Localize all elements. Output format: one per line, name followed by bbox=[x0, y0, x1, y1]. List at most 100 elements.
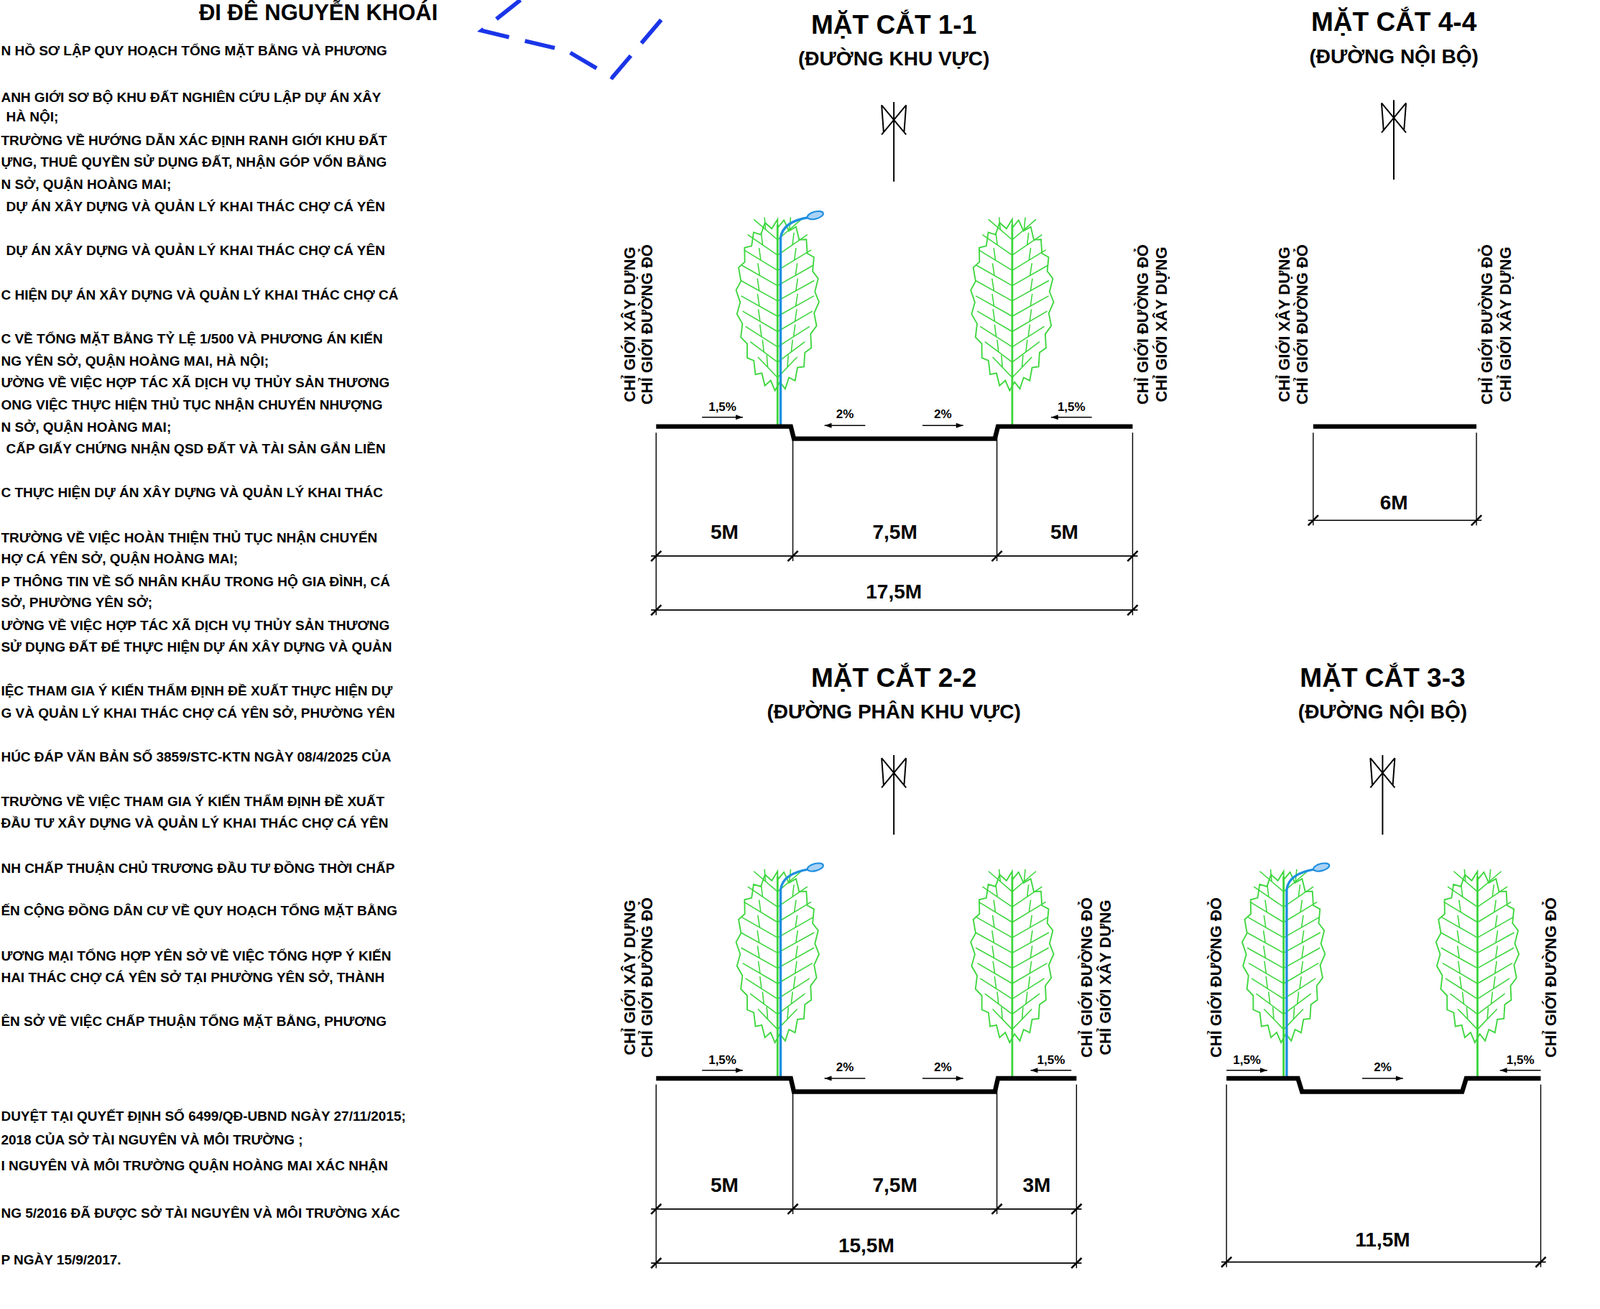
note-line: HỢ CÁ YÊN SỞ, QUẬN HOÀNG MAI; bbox=[0, 551, 238, 567]
note-line: ƯỜNG VỀ VIỆC HỢP TÁC XÃ DỊCH VỤ THỦY SẢN… bbox=[0, 617, 390, 634]
note-line: ƯỜNG VỀ VIỆC HỢP TÁC XÃ DỊCH VỤ THỦY SẢN… bbox=[0, 375, 390, 391]
north-arrow bbox=[881, 102, 906, 182]
note-line: C VỀ TỔNG MẶT BẰNG TỶ LỆ 1/500 VÀ PHƯƠNG… bbox=[0, 331, 383, 348]
section-title: MẶT CẮT 4-4 bbox=[1311, 7, 1477, 39]
boundary-label: CHỈ GIỚI XÂY DỰNG bbox=[1152, 246, 1171, 402]
dimension-label: 11,5M bbox=[1355, 1228, 1410, 1252]
note-line: 2018 CỦA SỞ TÀI NGUYÊN VÀ MÔI TRƯỜNG ; bbox=[0, 1132, 303, 1149]
slope-arrow bbox=[701, 1067, 743, 1073]
sheet-heading: ĐI ĐÊ NGUYỄN KHOÁI bbox=[199, 0, 438, 26]
dimension-label: 15,5M bbox=[838, 1234, 895, 1258]
note-line: HAI THÁC CHỢ CÁ YÊN SỞ TẠI PHƯỜNG YÊN SỞ… bbox=[0, 969, 385, 986]
note-line: C THỰC HIỆN DỰ ÁN XÂY DỰNG VÀ QUẢN LÝ KH… bbox=[0, 484, 383, 501]
note-line: HÚC ĐÁP VĂN BẢN SỐ 3859/STC-KTN NGÀY 08/… bbox=[0, 749, 391, 766]
street-tree bbox=[1436, 869, 1519, 1079]
slope-arrow bbox=[1030, 1067, 1072, 1073]
boundary-label: CHỈ GIỚI ĐƯỜNG ĐỎ bbox=[1077, 897, 1096, 1058]
note-line: C HIỆN DỰ ÁN XÂY DỰNG VÀ QUẢN LÝ KHAI TH… bbox=[0, 287, 399, 304]
street-tree bbox=[970, 869, 1054, 1079]
section-title: MẶT CẮT 3-3 bbox=[1299, 663, 1465, 695]
slope-label: 1,5% bbox=[1057, 400, 1086, 415]
note-line: P NGÀY 15/9/2017. bbox=[0, 1252, 121, 1269]
slope-label: 1,5% bbox=[1506, 1053, 1535, 1068]
dimension-label: 3M bbox=[1023, 1173, 1052, 1197]
note-line: N SỞ, QUẬN HOÀNG MAI; bbox=[0, 176, 171, 193]
slope-arrow bbox=[922, 1076, 964, 1082]
street-tree bbox=[970, 216, 1054, 427]
note-line: DỰ ÁN XÂY DỰNG VÀ QUẢN LÝ KHAI THÁC CHỢ … bbox=[6, 242, 386, 259]
note-line: N SỞ, QUẬN HOÀNG MAI; bbox=[0, 419, 171, 436]
north-arrow bbox=[1381, 99, 1407, 180]
boundary-label: CHỈ GIỚI ĐƯỜNG ĐỎ bbox=[1133, 244, 1152, 405]
note-line: ÊN SỞ VỀ VIỆC CHẤP THUẬN TỔNG MẶT BẰNG, … bbox=[0, 1013, 387, 1030]
slope-label: 2% bbox=[933, 407, 952, 422]
boundary-label: CHỈ GIỚI XÂY DỰNG bbox=[620, 246, 639, 402]
north-arrow bbox=[1370, 755, 1395, 835]
note-line: ĐẦU TƯ XÂY DỰNG VÀ QUẢN LÝ KHAI THÁC CHỢ… bbox=[0, 815, 388, 832]
note-line: CẤP GIẤY CHỨNG NHẬN QSD ĐẤT VÀ TÀI SẢN G… bbox=[6, 441, 386, 457]
note-line: ƯƠNG MẠI TỔNG HỢP YÊN SỞ VỀ VIỆC TỔNG HỢ… bbox=[0, 948, 391, 965]
note-line: DỰ ÁN XÂY DỰNG VÀ QUẢN LÝ KHAI THÁC CHỢ … bbox=[6, 199, 386, 215]
note-line: SỬ DỤNG ĐẤT ĐỂ THỰC HIỆN DỰ ÁN XÂY DỰNG … bbox=[0, 639, 392, 656]
street-tree bbox=[736, 869, 820, 1079]
boundary-label: CHỈ GIỚI XÂY DỰNG bbox=[1495, 246, 1514, 402]
section-title: MẶT CẮT 1-1 bbox=[811, 10, 977, 41]
note-line: NH CHẤP THUẬN CHỦ TRƯƠNG ĐẦU TƯ ĐỒNG THỜ… bbox=[0, 860, 395, 877]
slope-arrow bbox=[701, 414, 743, 420]
boundary-label: CHỈ GIỚI ĐƯỜNG ĐỎ bbox=[1293, 244, 1312, 405]
dimension-lines bbox=[1221, 1084, 1547, 1268]
note-line: HÀ NỘI; bbox=[6, 109, 59, 126]
road-profile bbox=[655, 426, 1133, 439]
slope-arrow bbox=[1226, 1067, 1268, 1073]
section-subtitle: (ĐƯỜNG PHÂN KHU VỰC) bbox=[766, 700, 1021, 724]
north-arrow bbox=[881, 755, 906, 835]
road-profile bbox=[1313, 423, 1477, 429]
note-line: NG YÊN SỞ, QUẬN HOÀNG MAI, HÀ NỘI; bbox=[0, 353, 269, 370]
dimension-label: 6M bbox=[1380, 491, 1409, 515]
boundary-label: CHỈ GIỚI ĐƯỜNG ĐỎ bbox=[1477, 244, 1496, 405]
slope-arrow bbox=[1500, 1067, 1542, 1073]
note-line: IỆC THAM GIA Ý KIẾN THẨM ĐỊNH ĐỀ XUẤT TH… bbox=[0, 683, 393, 700]
dimension-label: 5M bbox=[1050, 520, 1079, 544]
dimension-label: 5M bbox=[710, 1173, 739, 1197]
note-line: TRƯỜNG VỀ HƯỚNG DẪN XÁC ĐỊNH RANH GIỚI K… bbox=[0, 132, 387, 149]
slope-label: 1,5% bbox=[1037, 1053, 1066, 1068]
street-tree bbox=[736, 216, 820, 427]
slope-arrow bbox=[922, 423, 964, 429]
slope-arrow bbox=[1051, 414, 1093, 420]
dimension-lines bbox=[650, 1084, 1082, 1269]
slope-label: 2% bbox=[836, 407, 855, 422]
section-subtitle: (ĐƯỜNG NỘI BỘ) bbox=[1298, 700, 1468, 724]
slope-arrow bbox=[824, 1076, 866, 1082]
boundary-label: CHỈ GIỚI XÂY DỰNG bbox=[1274, 246, 1293, 402]
boundary-label: CHỈ GIỚI XÂY DỰNG bbox=[620, 899, 639, 1055]
slope-label: 2% bbox=[836, 1060, 855, 1075]
note-line: P THÔNG TIN VỀ SỐ NHÂN KHẨU TRONG HỘ GIA… bbox=[0, 574, 391, 590]
section-subtitle: (ĐƯỜNG KHU VỰC) bbox=[798, 47, 990, 71]
slope-label: 2% bbox=[933, 1060, 952, 1075]
slope-label: 1,5% bbox=[1232, 1053, 1261, 1068]
note-line: I NGUYÊN VÀ MÔI TRƯỜNG QUẬN HOÀNG MAI XÁ… bbox=[0, 1158, 388, 1174]
boundary-label: CHỈ GIỚI ĐƯỜNG ĐỎ bbox=[637, 244, 656, 405]
note-line: ỰNG, THUÊ QUYỀN SỬ DỤNG ĐẤT, NHẬN GÓP VỐ… bbox=[0, 154, 387, 171]
street-lamp bbox=[780, 861, 825, 1079]
slope-label: 1,5% bbox=[708, 1053, 737, 1068]
boundary-label: CHỈ GIỚI ĐƯỜNG ĐỎ bbox=[637, 897, 656, 1058]
dimension-label: 17,5M bbox=[865, 580, 922, 604]
note-line: TRƯỜNG VỀ VIỆC HOÀN THIỆN THỦ TỤC NHẬN C… bbox=[0, 530, 378, 547]
boundary-label: CHỈ GIỚI ĐƯỜNG ĐỎ bbox=[1541, 897, 1560, 1058]
note-line: ẾN CỘNG ĐỒNG DÂN CƯ VỀ QUY HOẠCH TỔNG MẶ… bbox=[0, 903, 398, 919]
street-lamp bbox=[780, 209, 825, 427]
boundary-label: CHỈ GIỚI XÂY DỰNG bbox=[1096, 899, 1115, 1055]
note-line: TRƯỜNG VỀ VIỆC THAM GIA Ý KIẾN THẨM ĐỊNH… bbox=[0, 793, 385, 810]
street-lamp bbox=[1286, 861, 1331, 1079]
slope-label: 1,5% bbox=[708, 400, 737, 415]
dimension-label: 5M bbox=[710, 520, 739, 544]
note-line: SỞ, PHƯỜNG YÊN SỞ; bbox=[0, 594, 153, 611]
note-line: N HỒ SƠ LẬP QUY HOẠCH TỔNG MẶT BẰNG VÀ P… bbox=[0, 43, 387, 59]
note-line: G VÀ QUẢN LÝ KHAI THÁC CHỢ CÁ YÊN SỞ, PH… bbox=[0, 705, 395, 722]
dimension-lines bbox=[650, 432, 1138, 615]
road-profile bbox=[655, 1078, 1077, 1092]
road-profile bbox=[1226, 1078, 1541, 1092]
